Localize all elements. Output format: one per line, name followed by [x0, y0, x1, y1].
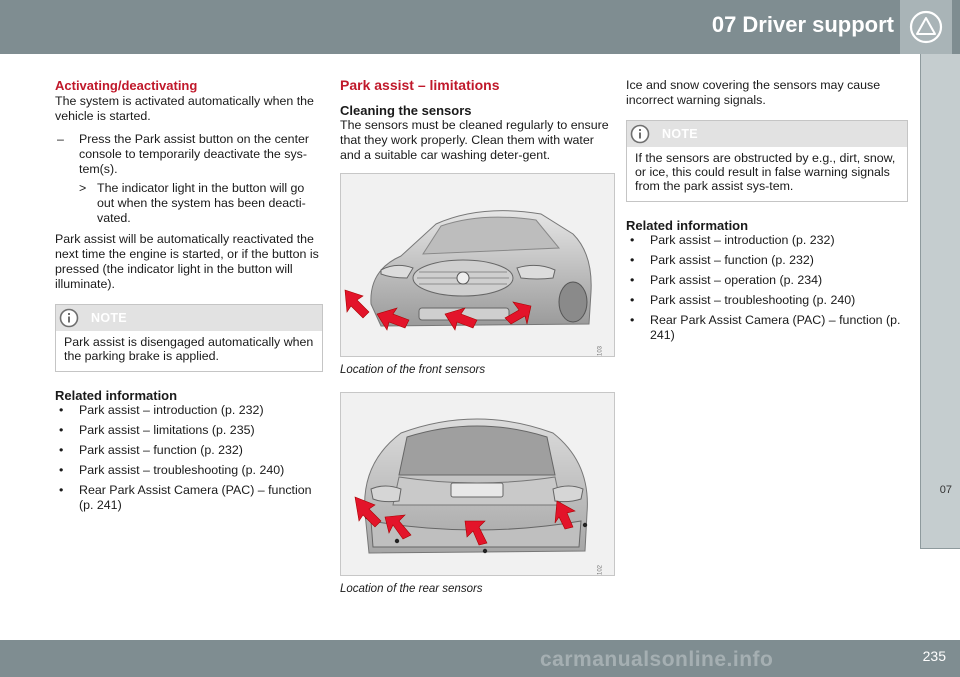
- cleaning-text: The sensors must be cleaned regularly to…: [340, 118, 609, 162]
- figure-code: G041102: [593, 565, 608, 575]
- list-item[interactable]: •Park assist – function (p. 232): [630, 253, 814, 267]
- info-icon: [59, 308, 79, 328]
- list-item[interactable]: •Park assist – introduction (p. 232): [630, 233, 835, 247]
- related-link[interactable]: Park assist – function (p. 232): [79, 443, 243, 457]
- list-item[interactable]: •Rear Park Assist Camera (PAC) – functio…: [626, 313, 908, 343]
- note-box: NOTE Park assist is disengaged automatic…: [55, 304, 323, 372]
- related-info-heading: Related information: [626, 218, 749, 233]
- page-header: 07 Driver support: [0, 0, 960, 54]
- result-mark: >: [79, 181, 87, 195]
- left-column: Activating/deactivating The system is ac…: [55, 78, 323, 518]
- warning-triangle-icon: [900, 0, 952, 54]
- rear-car-illustration: [341, 393, 614, 575]
- rear-sensors-caption: Location of the rear sensors: [340, 583, 483, 595]
- note-label: NOTE: [91, 310, 127, 325]
- related-link[interactable]: Park assist – limitations (p. 235): [79, 423, 255, 437]
- list-item[interactable]: •Park assist – troubleshooting (p. 240): [630, 293, 856, 307]
- front-car-illustration: [341, 174, 614, 356]
- note-label: NOTE: [662, 126, 698, 141]
- list-item[interactable]: •Park assist – operation (p. 234): [630, 273, 823, 287]
- note-text: Park assist is disengaged automatically …: [64, 335, 314, 363]
- note-header: NOTE: [56, 305, 322, 331]
- watermark: carmanualsonline.info: [540, 648, 774, 671]
- list-item[interactable]: •Park assist – limitations (p. 235): [59, 423, 255, 437]
- activation-intro: The system is activated automatically wh…: [55, 94, 314, 123]
- related-link[interactable]: Park assist – troubleshooting (p. 240): [79, 463, 285, 477]
- list-item[interactable]: •Park assist – introduction (p. 232): [59, 403, 264, 417]
- cleaning-heading: Cleaning the sensors: [340, 103, 472, 118]
- chapter-side-tab[interactable]: [920, 54, 960, 549]
- related-link[interactable]: Rear Park Assist Camera (PAC) – function…: [650, 313, 901, 342]
- related-link[interactable]: Park assist – introduction (p. 232): [650, 233, 835, 247]
- instruction-step: – Press the Park assist button on the ce…: [55, 132, 323, 177]
- chapter-title: 07 Driver support: [711, 12, 894, 37]
- related-link[interactable]: Park assist – troubleshooting (p. 240): [650, 293, 856, 307]
- related-link[interactable]: Park assist – operation (p. 234): [650, 273, 823, 287]
- step-result: > The indicator light in the button will…: [79, 181, 323, 226]
- page-number: 235: [922, 648, 946, 664]
- front-sensors-figure: G041103: [340, 173, 615, 357]
- chapter-tab-label: 07: [939, 484, 952, 496]
- activating-heading: Activating/deactivating: [55, 78, 198, 93]
- info-icon: [630, 124, 650, 144]
- front-sensors-caption: Location of the front sensors: [340, 364, 486, 376]
- related-link[interactable]: Park assist – introduction (p. 232): [79, 403, 264, 417]
- related-link[interactable]: Rear Park Assist Camera (PAC) – function…: [79, 483, 312, 512]
- related-link[interactable]: Park assist – function (p. 232): [650, 253, 814, 267]
- step-text: Press the Park assist button on the cent…: [79, 132, 310, 176]
- related-info-list: •Park assist – introduction (p. 232) •Pa…: [55, 403, 323, 513]
- page-footer: [0, 640, 960, 677]
- ice-snow-text: Ice and snow covering the sensors may ca…: [626, 78, 881, 107]
- list-item[interactable]: •Rear Park Assist Camera (PAC) – functio…: [55, 483, 323, 513]
- figure-code: G041103: [593, 346, 608, 356]
- right-column: Ice and snow covering the sensors may ca…: [626, 78, 908, 348]
- note-header: NOTE: [627, 121, 907, 147]
- rear-sensors-figure: G041102: [340, 392, 615, 576]
- related-info-list: •Park assist – introduction (p. 232) •Pa…: [626, 233, 908, 343]
- middle-column: Park assist – limitations Cleaning the s…: [340, 78, 615, 611]
- note-text: If the sensors are obstructed by e.g., d…: [635, 151, 896, 193]
- dash-mark: –: [57, 132, 64, 146]
- related-info-heading: Related information: [55, 388, 178, 403]
- note-box: NOTE If the sensors are obstructed by e.…: [626, 120, 908, 202]
- reactivation-text: Park assist will be automatically reacti…: [55, 232, 319, 291]
- result-text: The indicator light in the button will g…: [97, 181, 306, 225]
- list-item[interactable]: •Park assist – function (p. 232): [59, 443, 243, 457]
- section-title: Park assist – limitations: [340, 77, 500, 93]
- list-item[interactable]: •Park assist – troubleshooting (p. 240): [59, 463, 285, 477]
